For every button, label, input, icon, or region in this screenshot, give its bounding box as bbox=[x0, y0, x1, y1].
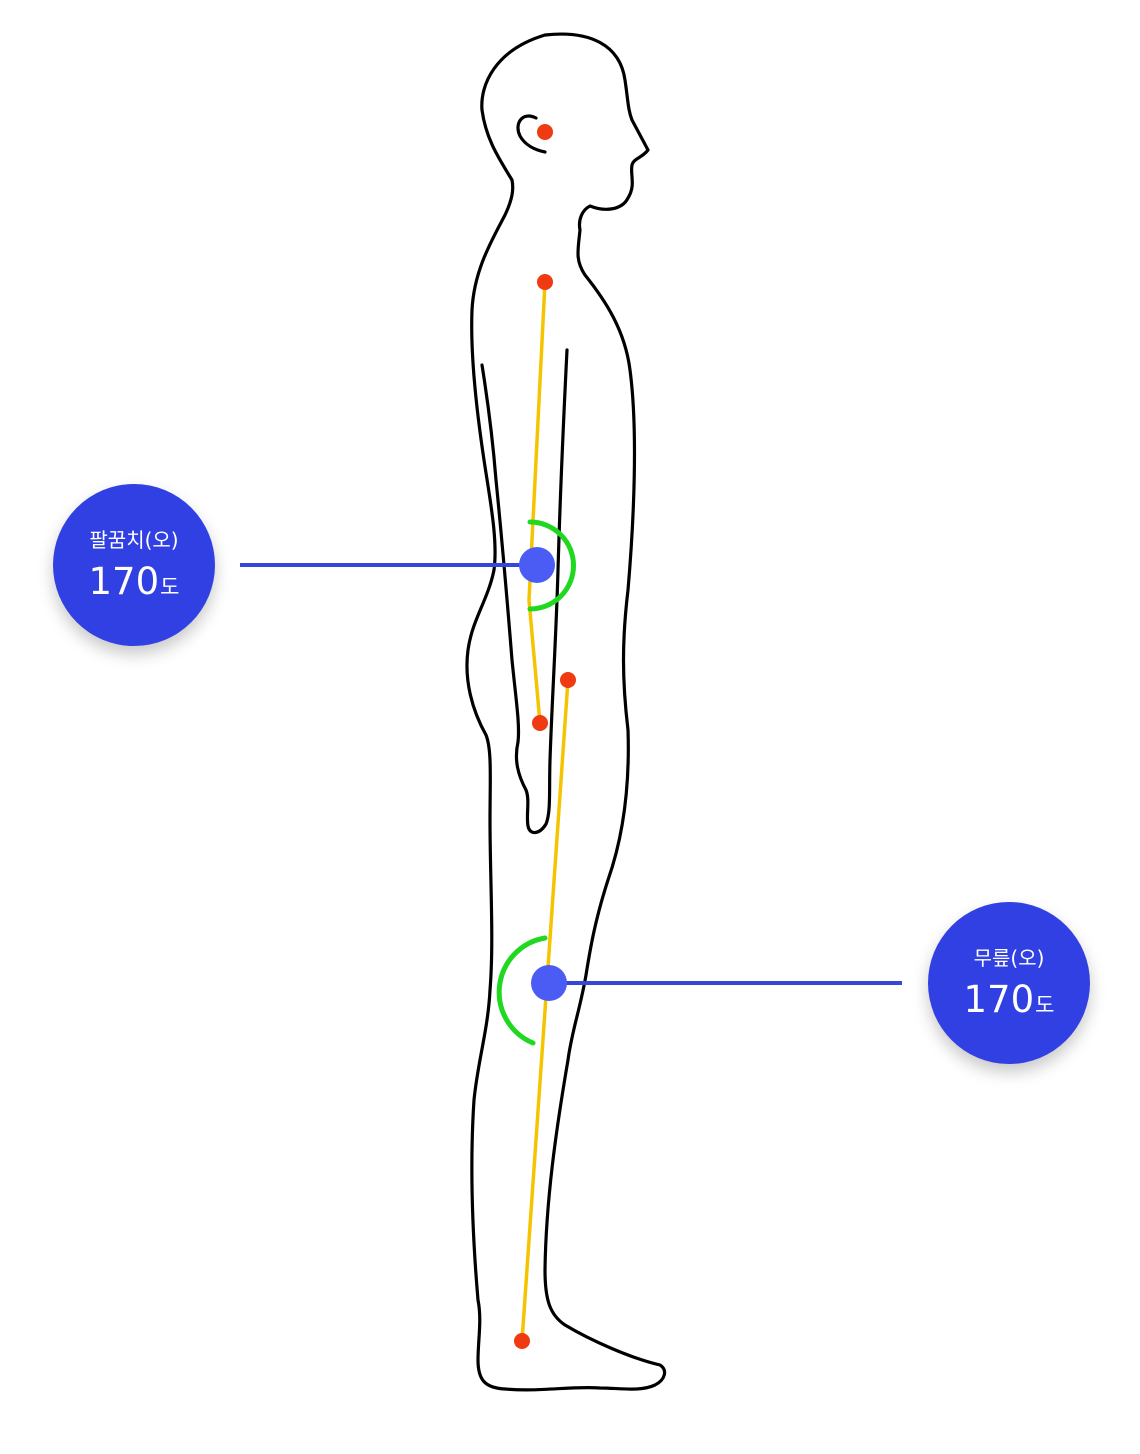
knee-angle-unit: 도 bbox=[1035, 993, 1055, 1017]
elbow-angle-label: 팔꿈치(오) bbox=[89, 528, 179, 552]
knee-angle-badge: 무릎(오) 170 도 bbox=[928, 902, 1090, 1064]
elbow-joint-marker bbox=[519, 547, 555, 583]
ear-point bbox=[537, 124, 553, 140]
elbow-angle-value: 170 bbox=[88, 560, 160, 603]
shoulder-point bbox=[537, 274, 553, 290]
knee-angle-value: 170 bbox=[963, 978, 1035, 1021]
elbow-angle-reading: 170 도 bbox=[89, 561, 180, 603]
elbow-angle-unit: 도 bbox=[160, 575, 180, 599]
elbow-angle-arc bbox=[527, 519, 576, 612]
knee-angle-label: 무릎(오) bbox=[973, 946, 1045, 970]
knee-angle-arc bbox=[496, 935, 548, 1046]
arm-outline bbox=[480, 348, 569, 835]
elbow-angle-badge: 팔꿈치(오) 170 도 bbox=[53, 484, 215, 646]
hip-point bbox=[560, 672, 576, 688]
leg-segment bbox=[520, 678, 570, 1343]
arm-segment bbox=[527, 280, 547, 725]
knee-angle-reading: 170 도 bbox=[964, 979, 1055, 1021]
wrist-point bbox=[532, 715, 548, 731]
knee-joint-marker bbox=[531, 965, 567, 1001]
ear-outline bbox=[516, 114, 547, 154]
ankle-point bbox=[514, 1333, 530, 1349]
body-outline bbox=[465, 32, 667, 1392]
